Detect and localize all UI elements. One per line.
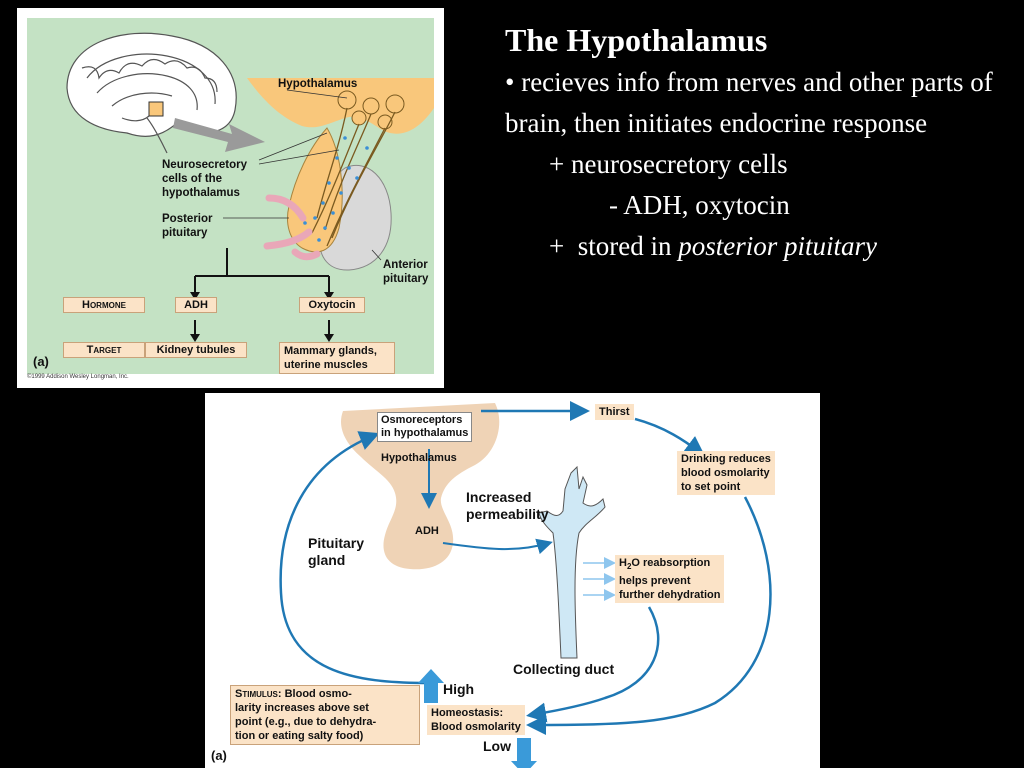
mammary-box: Mammary glands, uterine muscles <box>279 342 395 374</box>
sub-sub-bullet-adh: - ADH, oxytocin <box>609 190 790 220</box>
stimulus-line-1: Stimulus: Blood osmo- <box>235 687 415 701</box>
pituitary-line-1: Pituitary <box>308 535 365 551</box>
homeostasis-box: Homeostasis: Blood osmolarity <box>427 705 525 735</box>
homeostasis-line-1: Homeostasis: <box>431 707 504 719</box>
thirst-box: Thirst <box>595 404 634 420</box>
label-neurosecretory-2: cells of the <box>162 173 223 185</box>
copyright-text: ©1999 Addison Wesley Longman, Inc. <box>27 374 129 380</box>
sub-bullet-neurosecretory: + neurosecretory cells <box>549 149 788 179</box>
stored-italic: posterior pituitary <box>678 231 877 261</box>
label-anterior-1: Anterior <box>383 259 428 271</box>
osmoregulation-figure: Osmoreceptors in hypothalamus Hypothalam… <box>205 393 820 768</box>
stimulus-head: Stimulus <box>235 688 278 700</box>
low-label: Low <box>483 738 511 754</box>
hypothalamus-highlight <box>148 101 164 117</box>
bullet-main: • recieves info from nerves and other pa… <box>505 67 993 138</box>
mammary-line-2: uterine muscles <box>284 359 368 371</box>
stimulus-box: Stimulus: Blood osmo- larity increases a… <box>230 685 420 745</box>
pituitary-line-2: gland <box>308 552 346 568</box>
osmoreceptors-line-1: Osmoreceptors <box>381 414 463 426</box>
hypothalamus-figure: Hypothalamus Neurosecretory cells of the… <box>17 8 444 388</box>
low-arrow <box>511 738 537 768</box>
label-hypothalamus-2: Hypothalamus <box>381 452 457 464</box>
brain-sketch <box>66 32 237 154</box>
high-arrow <box>418 669 444 703</box>
pituitary-gland-label: Pituitary gland <box>308 535 364 569</box>
label-hypothalamus: Hypothalamus <box>278 78 358 90</box>
drinking-line-1: Drinking reduces <box>681 453 771 465</box>
hormone-label-box: Hormone <box>63 297 145 313</box>
increased-line-1: Increased <box>466 489 532 505</box>
h2o-line-3: further dehydration <box>619 589 721 602</box>
stored-prefix: + stored in <box>549 231 679 261</box>
slide-title: The Hypothalamus <box>505 22 768 58</box>
stimulus-line-2: larity increases above set <box>235 702 369 714</box>
panel-label-a: (a) <box>33 354 49 369</box>
label-neurosecretory-1: Neurosecretory <box>162 159 248 171</box>
hypothalamus-pituitary-shape <box>341 403 500 570</box>
zoom-arrow <box>173 118 265 152</box>
h2o-line-1: H2O reabsorption <box>619 556 720 574</box>
drinking-line-3: to set point <box>681 481 741 493</box>
kidney-box: Kidney tubules <box>145 342 247 358</box>
hypothalamus-diagram <box>66 32 434 342</box>
drinking-line-2: blood osmolarity <box>681 467 770 479</box>
mammary-line-1: Mammary glands, <box>284 345 377 357</box>
osmoreceptors-box: Osmoreceptors in hypothalamus <box>377 412 473 442</box>
stimulus-line-3: point (e.g., due to dehydra- <box>235 716 377 728</box>
panel-label-a-2: (a) <box>211 748 227 763</box>
neurosecretory-cells <box>337 90 405 130</box>
h2o-line-2: helps prevent <box>619 575 691 588</box>
label-posterior-1: Posterior <box>162 213 213 225</box>
increased-permeability-label: Increased permeability <box>466 489 548 523</box>
target-label-box: Target <box>63 342 145 358</box>
sub-bullet-stored: + stored in posterior pituitary <box>505 226 1005 267</box>
osmoreceptors-line-2: in hypothalamus <box>381 427 469 439</box>
stimulus-rest-1: : Blood osmo- <box>277 688 352 700</box>
label-posterior-2: pituitary <box>162 227 208 239</box>
axon-tracts <box>311 107 396 247</box>
drinking-box: Drinking reduces blood osmolarity to set… <box>677 451 775 495</box>
figure-panel: Hypothalamus Neurosecretory cells of the… <box>27 18 434 374</box>
osmoregulation-diagram <box>279 401 772 768</box>
capillaries <box>263 194 321 261</box>
h2o-rest: O reabsorption <box>631 557 711 569</box>
collecting-duct-shape <box>538 465 606 659</box>
h2o-reabsorption-box: H2O reabsorption helps prevent further d… <box>615 555 725 604</box>
label-anterior-2: pituitary <box>383 273 429 285</box>
label-neurosecretory-3: hypothalamus <box>162 187 240 199</box>
label-adh-2: ADH <box>415 525 439 537</box>
stimulus-line-4: tion or eating salty food) <box>235 730 364 742</box>
oxytocin-box: Oxytocin <box>299 297 365 313</box>
h2o-sub: 2 <box>626 562 632 572</box>
adh-box: ADH <box>175 297 217 313</box>
slide-text: The Hypothalamus • recieves info from ne… <box>505 18 1005 267</box>
high-label: High <box>443 681 475 697</box>
increased-line-2: permeability <box>466 506 549 522</box>
collecting-duct-label: Collecting duct <box>513 661 615 677</box>
homeostasis-line-2: Blood osmolarity <box>431 721 521 733</box>
h2o-h: H <box>619 557 627 569</box>
